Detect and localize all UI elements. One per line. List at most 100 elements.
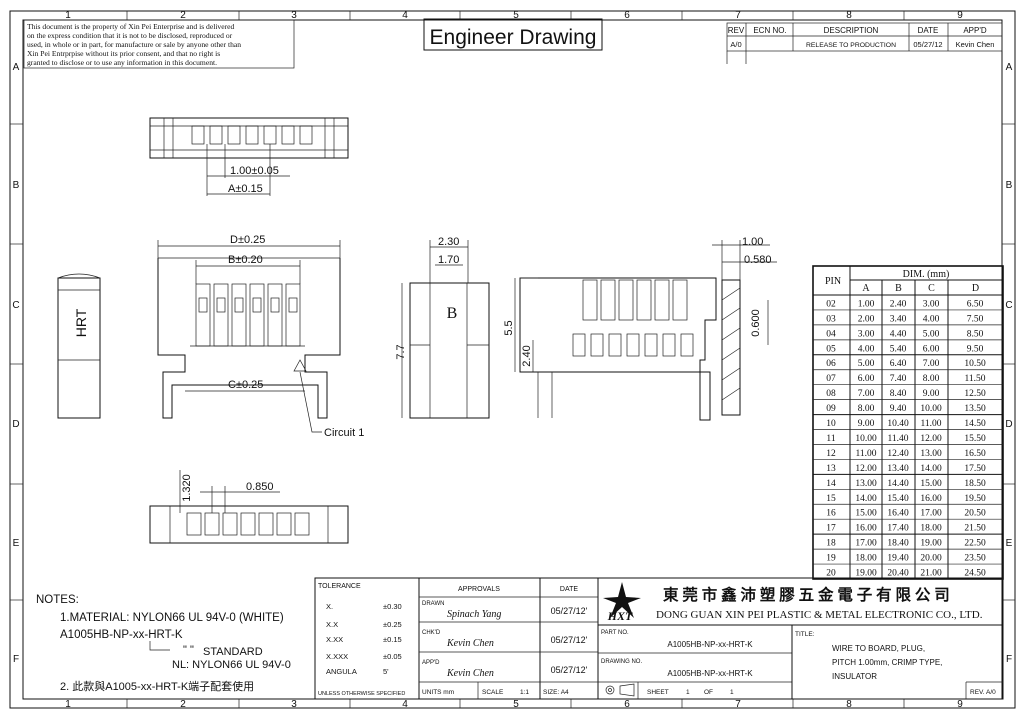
dim-table-value-cell: 18.00 — [920, 524, 942, 534]
units-label: UNITS mm — [422, 689, 454, 696]
tolerance-key: X. — [326, 602, 333, 611]
col-label: 2 — [180, 699, 186, 710]
dim-table-value-cell: 23.50 — [964, 554, 986, 564]
col-label: 2 — [180, 10, 186, 21]
rev-description: RELEASE TO PRODUCTION — [806, 42, 896, 49]
tolerance-value: ±0.25 — [383, 620, 402, 629]
row-label: E — [1006, 538, 1013, 549]
approval-role: CHK'D — [422, 630, 441, 636]
title-text-block: TITLE: WIRE TO BOARD, PLUG, PITCH 1.00mm… — [795, 631, 996, 696]
dim-table-value-cell: 15.50 — [964, 434, 986, 444]
dim-table-value-cell: 4.00 — [923, 314, 940, 324]
col-label: 7 — [735, 10, 741, 21]
company-logo: HXT — [603, 582, 641, 623]
dim-table-value-cell: 24.50 — [964, 569, 986, 579]
sheet-number: 1 — [686, 689, 690, 696]
revision-footer: REV. A/0 — [970, 689, 996, 696]
approval-role: DRAWN — [422, 601, 444, 607]
approval-date: 05/27/12' — [551, 606, 588, 616]
approvals-block: APPROVALS DATE DRAWN CHK'D APP'D Spinach… — [422, 586, 588, 696]
row-label: A — [1006, 62, 1013, 73]
rev-header: ECN NO. — [753, 26, 786, 35]
company-block: HXT 東 莞 市 鑫 沛 塑 膠 五 金 電 子 有 限 公 司 DONG G… — [603, 582, 983, 623]
approval-signature: Spinach Yang — [447, 609, 501, 620]
dim-table-value-cell: 9.50 — [967, 344, 984, 354]
dim-table-value-cell: 3.00 — [858, 329, 875, 339]
projection-symbol-icon — [605, 683, 635, 697]
disclaimer-line: granted to disclose or to use any inform… — [27, 58, 217, 67]
tolerance-title: TOLERANCE — [318, 583, 361, 590]
dim-table-value-cell: 13.00 — [920, 449, 942, 459]
row-label: E — [13, 538, 20, 549]
detail-dim-width: 1.00 — [742, 236, 763, 248]
tolerance-block: TOLERANCE X. ±0.30 X.X ±0.25 X.XX ±0.15 … — [318, 583, 405, 697]
scale-label: SCALE — [482, 689, 504, 696]
dim-table-value-cell: 8.40 — [890, 389, 907, 399]
dim-table-value-cell: 18.50 — [964, 479, 986, 489]
col-label: 9 — [957, 699, 963, 710]
row-label: F — [13, 654, 19, 665]
detail-dim-depth: 0.600 — [750, 309, 762, 337]
tolerance-key: X.XXX — [326, 652, 348, 661]
title-line: INSULATOR — [832, 672, 877, 681]
approval-date: 05/27/12' — [551, 665, 588, 675]
dim-table-pin-cell: 17 — [826, 524, 836, 534]
notes-standard: STANDARD — [203, 646, 263, 658]
header-title: Engineer Drawing — [430, 26, 597, 49]
dim-table-value-cell: 6.00 — [858, 374, 875, 384]
front-dim-d: D±0.25 — [230, 234, 265, 246]
dim-table-value-cell: 10.40 — [887, 419, 909, 429]
col-label: 6 — [624, 699, 630, 710]
dim-table-value-cell: 17.50 — [964, 464, 986, 474]
title-label: TITLE: — [795, 631, 815, 638]
dim-table-value-cell: 11.00 — [855, 449, 876, 459]
dim-table-pin-cell: 11 — [826, 434, 835, 444]
rev-value: A/0 — [730, 40, 741, 49]
dim-table-value-cell: 15.40 — [887, 494, 909, 504]
side-view: HRT — [57, 273, 101, 419]
dim-table-value-cell: 12.50 — [964, 389, 986, 399]
approval-role: APP'D — [422, 660, 440, 666]
dim-table-pin-cell: 10 — [826, 419, 836, 429]
notes-usage: 2. 此款與A1005-xx-HRT-K端子配套使用 — [60, 679, 254, 693]
dim-table-value-cell: 8.00 — [858, 404, 875, 414]
title-block — [314, 577, 1004, 700]
dim-table-value-cell: 12.40 — [887, 449, 909, 459]
part-no-label: PART NO. — [601, 630, 629, 636]
dim-table-value-cell: 12.00 — [855, 464, 877, 474]
dim-table-value-cell: 20.40 — [887, 569, 909, 579]
dim-table-column-header: B — [895, 283, 902, 294]
front-view: D±0.25 B±0.20 C±0.25 Circuit 1 — [157, 234, 364, 439]
dim-table-value-cell: 9.00 — [923, 389, 940, 399]
dim-table-pin-cell: 14 — [826, 479, 836, 489]
dim-table-value-cell: 12.00 — [920, 434, 942, 444]
end-view: B 2.30 1.70 7.7 — [395, 236, 490, 419]
tolerance-footer: UNLESS OTHERWISE SPECIFIED — [318, 691, 405, 697]
tolerance-value: ±0.15 — [383, 635, 402, 644]
end-dim-height: 7.7 — [395, 344, 407, 359]
rev-header: APP'D — [963, 26, 987, 35]
size-label: SIZE: A4 — [543, 689, 569, 696]
top-dim-a: A±0.15 — [228, 183, 263, 195]
rev-header: DATE — [918, 26, 939, 35]
dim-table-value-cell: 16.00 — [920, 494, 942, 504]
row-label: F — [1006, 654, 1012, 665]
col-label: 3 — [291, 699, 297, 710]
dim-table-value-cell: 14.00 — [855, 494, 877, 504]
dim-table-value-cell: 7.40 — [890, 374, 907, 384]
dim-table-value-cell: 15.00 — [855, 509, 877, 519]
col-label: 7 — [735, 699, 741, 710]
company-name-chinese: 東 莞 市 鑫 沛 塑 膠 五 金 電 子 有 限 公 司 — [663, 585, 950, 604]
row-label: B — [1006, 180, 1013, 191]
bottom-dim-pitch: 0.850 — [246, 481, 274, 493]
row-label: C — [1005, 300, 1012, 311]
end-dim-inner: 1.70 — [438, 254, 459, 266]
col-label: 9 — [957, 10, 963, 21]
